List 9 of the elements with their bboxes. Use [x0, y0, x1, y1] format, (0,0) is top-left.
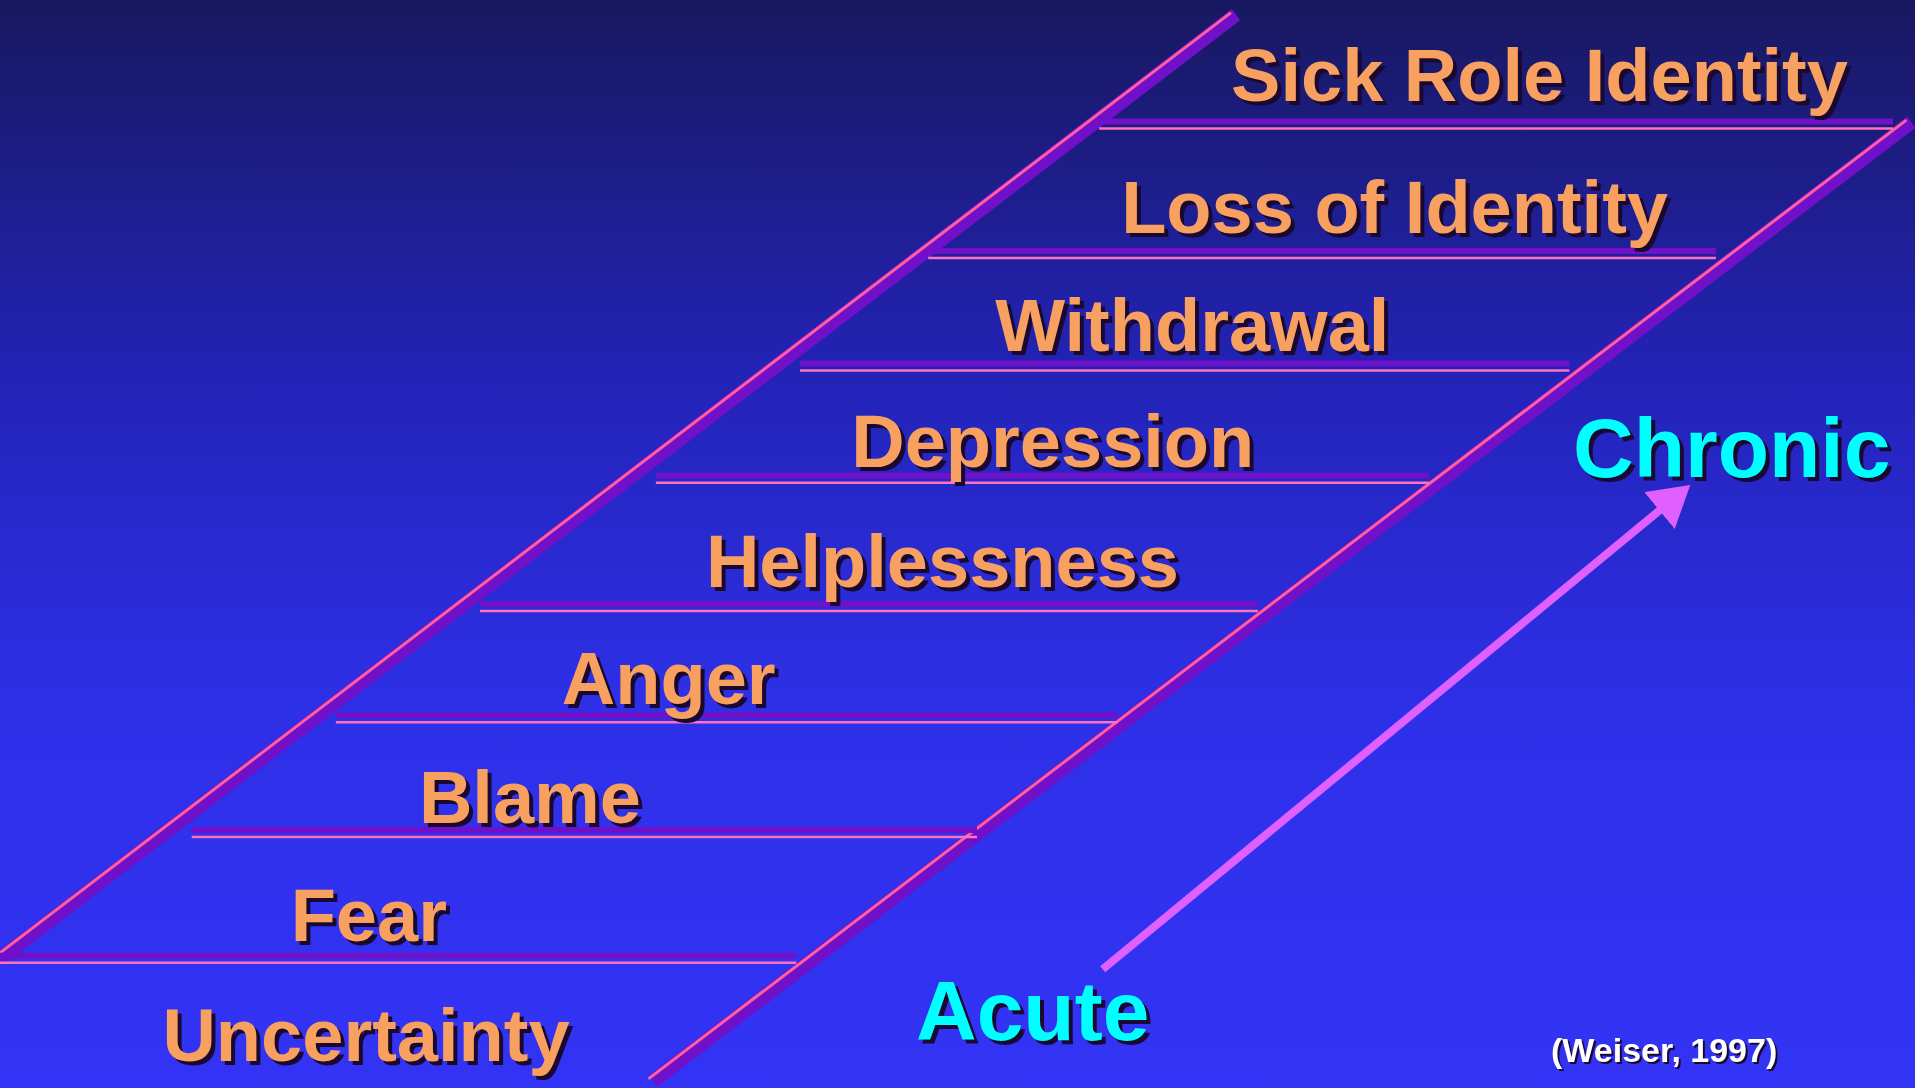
rung-label: Fear	[290, 878, 447, 953]
arrow	[1100, 485, 1691, 973]
rung-label: Withdrawal	[995, 289, 1390, 364]
rung-label: Depression	[851, 405, 1255, 480]
stage-label: Chronic	[1573, 406, 1891, 491]
rung-label: Anger	[561, 642, 776, 717]
stage-label: Acute	[915, 969, 1150, 1054]
citation-text: (Weiser, 1997)	[1551, 1033, 1778, 1068]
rung-label: Blame	[418, 760, 641, 835]
